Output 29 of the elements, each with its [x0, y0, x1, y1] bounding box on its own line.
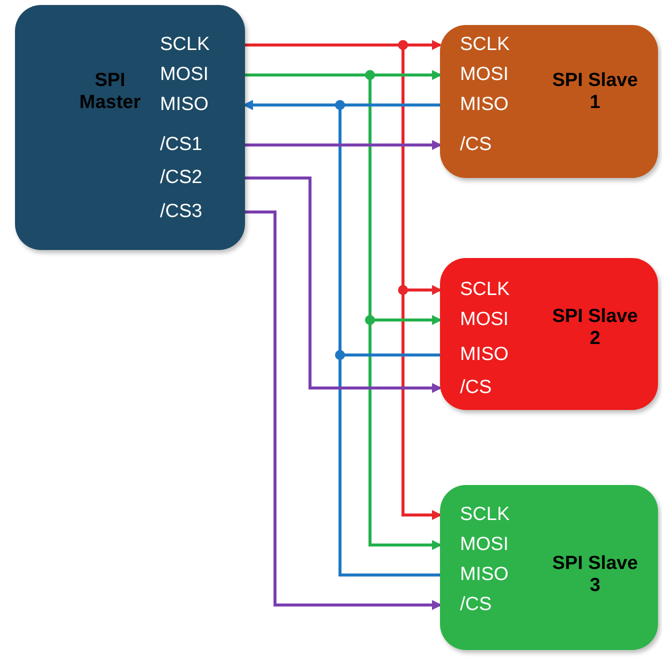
pin-label: MOSI — [460, 64, 509, 86]
pin-label: /CS — [460, 134, 492, 156]
device-title: SPI Slave 1 — [551, 70, 639, 114]
wire-arrow — [245, 140, 442, 150]
device-box — [440, 485, 658, 650]
pin-label: MOSI — [160, 64, 209, 86]
pin-label: MISO — [160, 94, 209, 116]
device-box — [440, 258, 658, 410]
device-box — [440, 25, 658, 178]
device-title: SPI Slave 3 — [551, 553, 639, 597]
pin-label: SCLK — [460, 279, 510, 301]
pin-label: MISO — [460, 344, 509, 366]
pin-label: /CS — [460, 377, 492, 399]
pin-label: SCLK — [460, 504, 510, 526]
pin-label: /CS — [460, 594, 492, 616]
wire-arrow — [245, 176, 442, 393]
pin-label: /CS3 — [160, 201, 202, 223]
device-title: SPI Slave 2 — [551, 306, 639, 350]
pin-label: SCLK — [460, 34, 510, 56]
pin-label: /CS2 — [160, 167, 202, 189]
pin-label: MISO — [460, 94, 509, 116]
device-title: SPI Master — [78, 70, 142, 114]
device-box — [15, 5, 245, 250]
pin-label: MOSI — [460, 534, 509, 556]
pin-label: MISO — [460, 564, 509, 586]
wire-arrow — [245, 210, 442, 610]
pin-label: MOSI — [460, 309, 509, 331]
pin-label: /CS1 — [160, 134, 202, 156]
pin-label: SCLK — [160, 34, 210, 56]
